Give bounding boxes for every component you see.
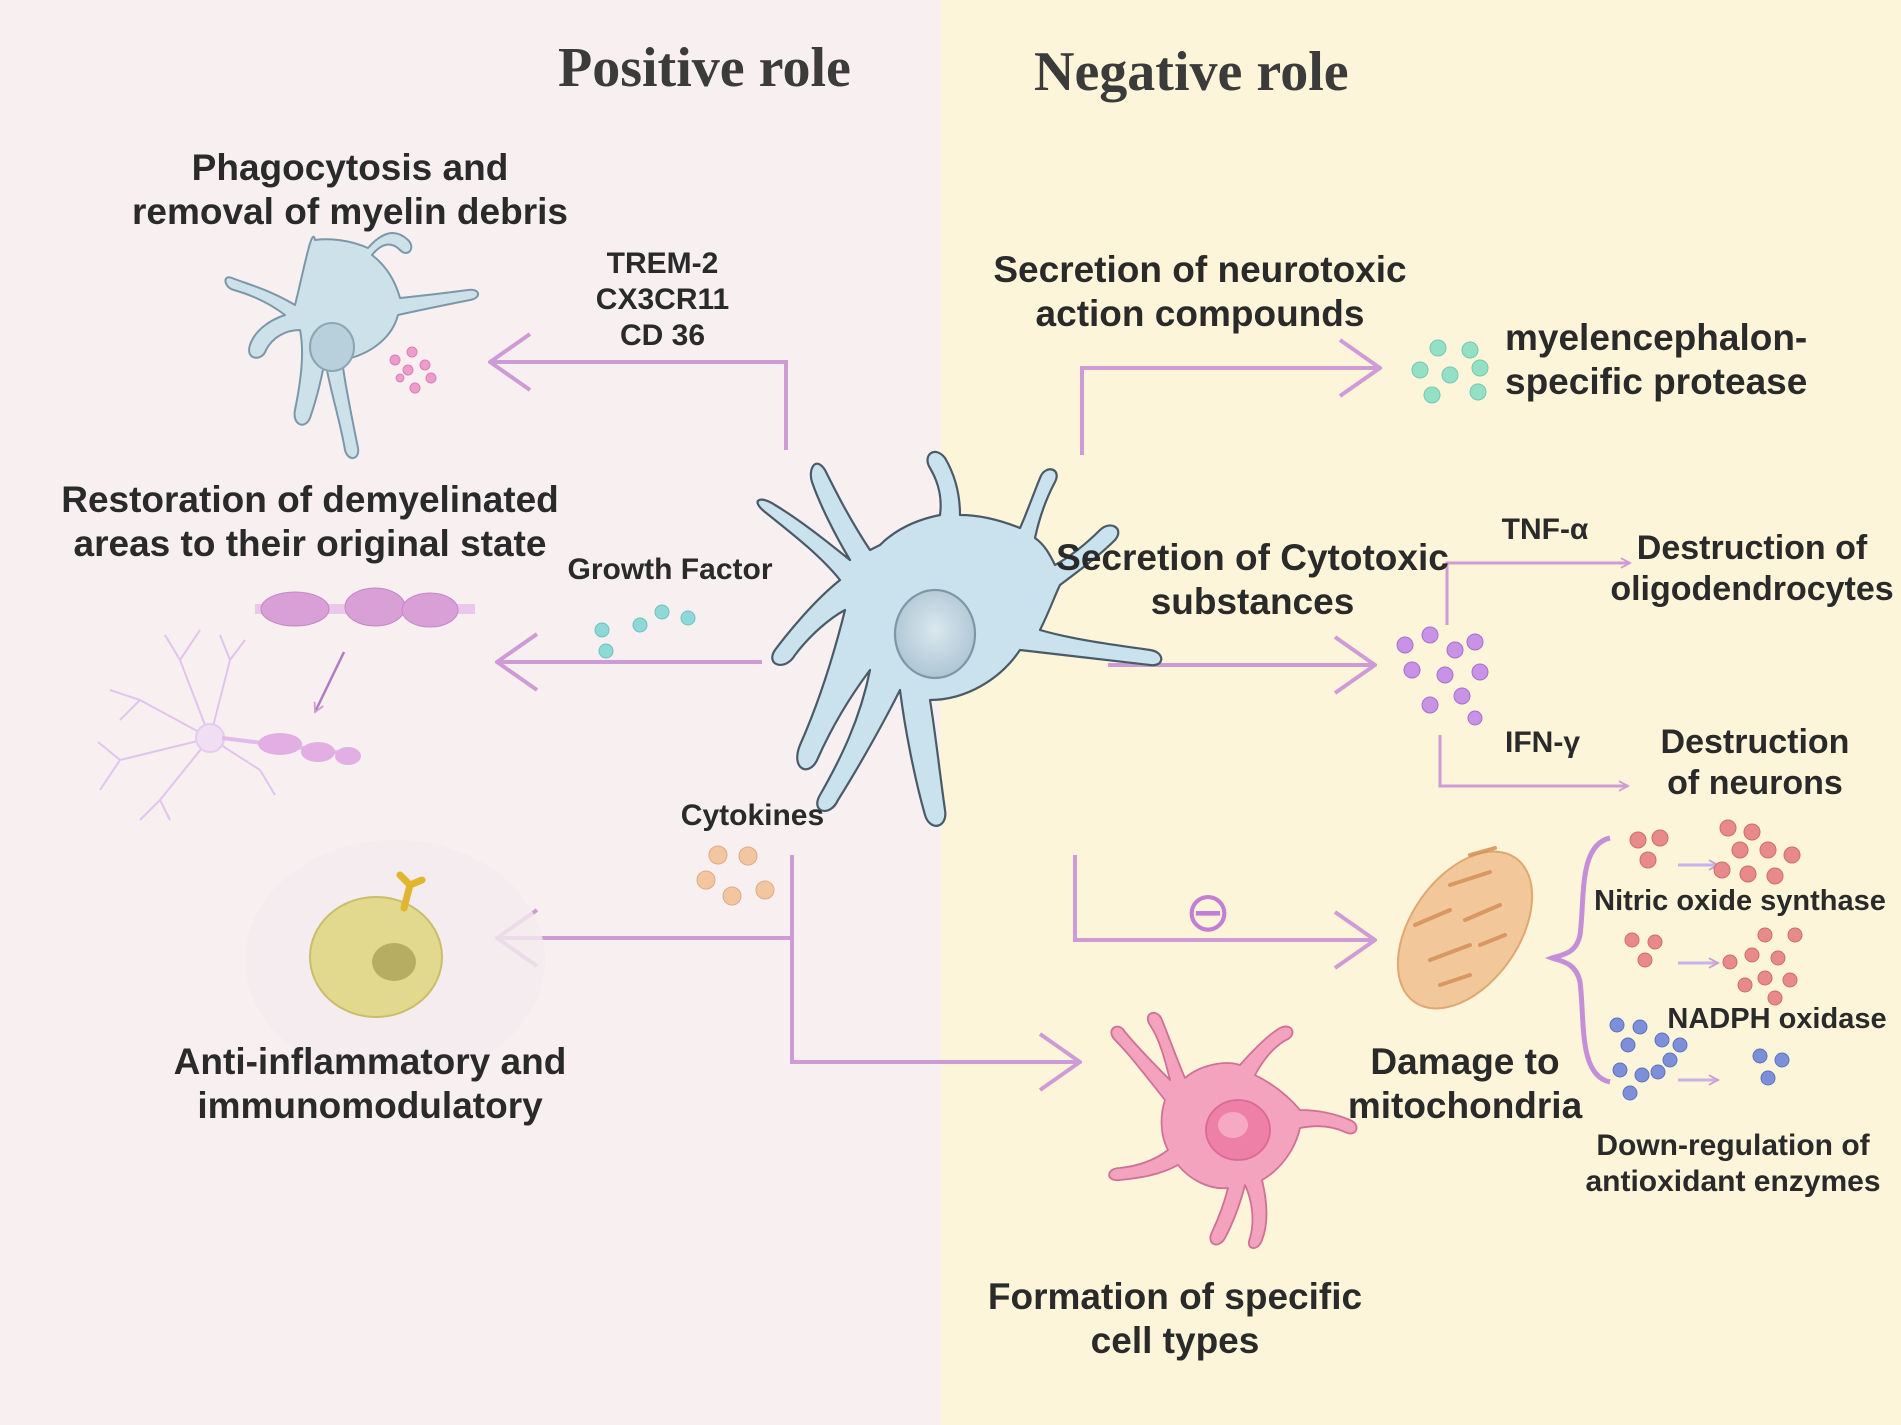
- ifn-label: IFN-γ: [1505, 726, 1580, 759]
- arrow-mitochondria: [1073, 855, 1375, 940]
- oligodendrocyte: [97, 629, 361, 821]
- phagocytosis-dots: [389, 346, 437, 394]
- growth-factor-label: Growth Factor: [567, 553, 773, 586]
- positive-role-heading: Positive role: [558, 37, 851, 99]
- nadph-oxidase-label: NADPH oxidase: [1667, 1003, 1887, 1035]
- immune-cell: [245, 840, 545, 1080]
- antioxidant-label: Down-regulation of antioxidant enzymes: [1585, 1129, 1881, 1198]
- protease-dots: [1411, 339, 1489, 404]
- cytotoxic-label: Secretion of Cytotoxic substances: [1056, 537, 1449, 623]
- restoration-label: Restoration of demyelinated areas to the…: [61, 479, 559, 565]
- pink-astrocyte: [1108, 1011, 1358, 1249]
- myelin-segments: [255, 587, 475, 628]
- nos-dots: [1624, 819, 1803, 1006]
- arrow-remyelination: [315, 651, 346, 712]
- nadph-dots: [1609, 1017, 1790, 1101]
- arrow-ifn: [1438, 735, 1628, 786]
- cytokine-dots: [696, 845, 775, 906]
- neurotoxic-label: Secretion of neurotoxic action compounds: [993, 249, 1407, 335]
- central-microglia: [756, 450, 1163, 827]
- growth-factor-dots: [594, 604, 696, 659]
- arrow-neurotoxic: [1080, 368, 1380, 455]
- phagocytic-microglia: [224, 232, 479, 459]
- arrow-tnf: [1445, 563, 1630, 625]
- receptor-trem2: TREM-2: [606, 247, 719, 280]
- receptor-cx3cr11: CX3CR11: [595, 283, 730, 316]
- mitochondria-damage-label: Damage to mitochondria: [1347, 1041, 1583, 1127]
- anti-inflammatory-label: Anti-inflammatory and immunomodulatory: [173, 1041, 567, 1127]
- arrow-formation: [790, 938, 1080, 1062]
- mitochondrion: [1396, 846, 1534, 1010]
- inhibition-symbol: ⊖: [1184, 880, 1232, 943]
- nitric-oxide-synthase-label: Nitric oxide synthase: [1594, 885, 1886, 917]
- protease-label: myelencephalon- specific protease: [1505, 317, 1808, 403]
- positive-panel: [0, 0, 940, 1425]
- negative-role-heading: Negative role: [1034, 41, 1349, 103]
- enzyme-brace: [1544, 835, 1611, 1085]
- tnf-label: TNF-α: [1501, 513, 1589, 546]
- oligodendrocyte-destruction-label: Destruction of oligodendrocytes: [1610, 529, 1894, 608]
- neuron-destruction-label: Destruction of neurons: [1660, 723, 1850, 802]
- phagocytosis-label: Phagocytosis and removal of myelin debri…: [132, 147, 568, 233]
- arrow-phagocytosis: [490, 362, 788, 450]
- negative-panel: [940, 0, 1901, 1425]
- microglia-nucleus: [893, 588, 977, 680]
- receptor-list: TREM-2 CX3CR11 CD 36: [580, 246, 745, 354]
- formation-label: Formation of specific cell types: [987, 1276, 1363, 1362]
- receptor-cd36: CD 36: [619, 319, 706, 352]
- cytokines-label: Cytokines: [680, 799, 825, 832]
- cytotoxic-dots: [1396, 626, 1489, 726]
